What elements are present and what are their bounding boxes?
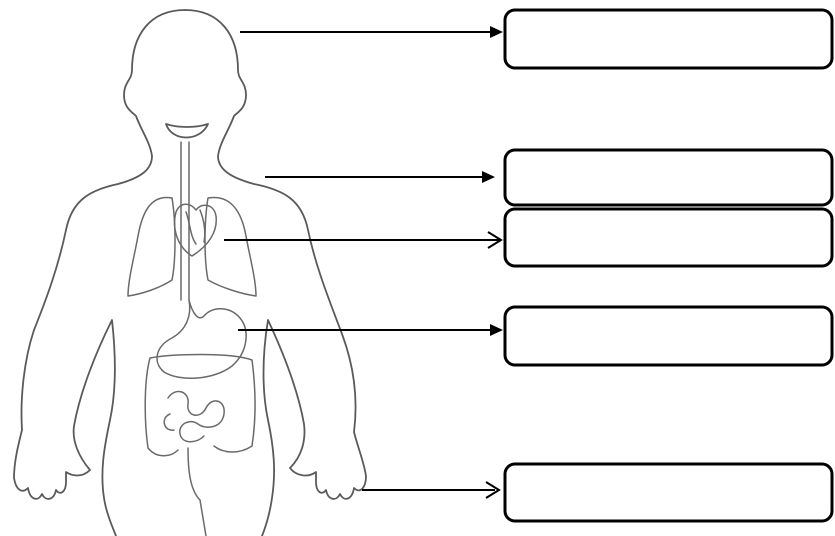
label-box-2[interactable] — [505, 150, 832, 205]
label-box-4[interactable] — [505, 307, 832, 365]
arrow-heart-label — [224, 232, 501, 248]
oesophagus — [181, 142, 189, 300]
arrow-head-label — [240, 26, 503, 38]
arrow-stomach-label — [238, 324, 503, 336]
label-box-1[interactable] — [505, 10, 832, 68]
arrow-lungs-label — [265, 171, 495, 183]
lungs — [128, 197, 256, 296]
arrow-hand-label — [362, 482, 499, 498]
stomach — [157, 300, 246, 378]
intestines — [145, 355, 255, 536]
label-box-3[interactable] — [505, 209, 832, 266]
label-box-5[interactable] — [505, 464, 832, 521]
body-outline — [14, 10, 366, 536]
